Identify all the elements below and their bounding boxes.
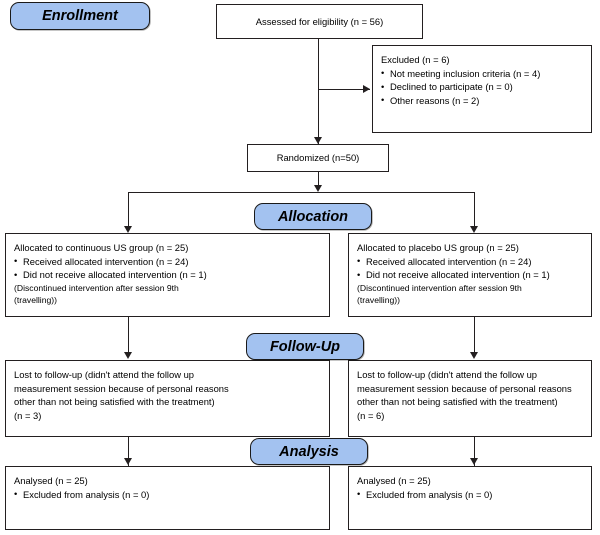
box-allocation-right: Allocated to placebo US group (n = 25) R… — [348, 233, 592, 317]
box-allocation-left: Allocated to continuous US group (n = 25… — [5, 233, 330, 317]
arrow-followup-right-down — [470, 458, 478, 465]
connector-split-bar — [128, 192, 475, 194]
arrow-randomized-split — [314, 185, 322, 192]
banner-enrollment: Enrollment — [10, 2, 150, 30]
arrow-alloc-right-down — [470, 352, 478, 359]
excluded-heading: Excluded (n = 6) — [381, 54, 450, 65]
allocation-right-bullet-1: Received allocated intervention (n = 24) — [357, 254, 583, 269]
followup-left-line-1: Lost to follow-up (didn't attend the fol… — [14, 369, 195, 380]
analysis-left-heading: Analysed (n = 25) — [14, 475, 88, 486]
arrow-alloc-left-down — [124, 352, 132, 359]
arrow-to-randomized — [314, 137, 322, 144]
banner-followup: Follow-Up — [246, 333, 364, 360]
arrow-followup-left-down — [124, 458, 132, 465]
followup-left-line-3: other than not being satisfied with the … — [14, 396, 215, 408]
connector-followup-right-down — [474, 437, 476, 466]
allocation-left-heading: Allocated to continuous US group (n = 25… — [14, 242, 189, 253]
banner-enrollment-label: Enrollment — [42, 8, 118, 24]
followup-left-line-2: measurement session because of personal … — [14, 382, 229, 394]
banner-analysis: Analysis — [250, 438, 368, 465]
excluded-reason-2: Declined to participate (n = 0) — [381, 80, 583, 94]
allocation-right-note-2: (travelling)) — [357, 295, 400, 306]
arrow-split-right — [470, 226, 478, 233]
box-analysis-left: Analysed (n = 25) Excluded from analysis… — [5, 466, 330, 530]
box-assessed-for-eligibility: Assessed for eligibility (n = 56) — [216, 4, 423, 39]
box-analysis-right: Analysed (n = 25) Excluded from analysis… — [348, 466, 592, 530]
excluded-reason-3: Other reasons (n = 2) — [381, 93, 583, 108]
connector-alloc-right-down — [474, 317, 476, 356]
box-followup-left: Lost to follow-up (didn't attend the fol… — [5, 360, 330, 437]
box-followup-right: Lost to follow-up (didn't attend the fol… — [348, 360, 592, 437]
allocation-left-bullet-2: Did not receive allocated intervention (… — [14, 268, 321, 282]
allocation-left-note-1: (Discontinued intervention after session… — [14, 282, 179, 293]
analysis-left-bullet-1: Excluded from analysis (n = 0) — [14, 487, 321, 502]
box-excluded: Excluded (n = 6) Not meeting inclusion c… — [372, 45, 592, 133]
connector-split-left — [128, 192, 130, 230]
connector-followup-left-down — [128, 437, 130, 466]
followup-right-line-2: measurement session because of personal … — [357, 382, 572, 394]
randomized-text: Randomized (n=50) — [276, 152, 360, 164]
banner-followup-label: Follow-Up — [269, 338, 341, 355]
banner-analysis-label: Analysis — [279, 443, 339, 460]
assessed-text: Assessed for eligibility (n = 56) — [255, 15, 384, 27]
followup-left-line-4: (n = 3) — [14, 409, 42, 421]
allocation-right-bullet-2: Did not receive allocated intervention (… — [357, 268, 583, 282]
followup-right-line-4: (n = 6) — [357, 409, 385, 421]
allocation-right-heading: Allocated to placebo US group (n = 25) — [357, 242, 519, 253]
allocation-right-note-1: (Discontinued intervention after session… — [357, 282, 522, 293]
excluded-reason-1: Not meeting inclusion criteria (n = 4) — [381, 66, 583, 81]
arrow-to-excluded — [363, 85, 370, 93]
allocation-left-bullet-1: Received allocated intervention (n = 24) — [14, 254, 321, 269]
followup-right-line-1: Lost to follow-up (didn't attend the fol… — [357, 369, 538, 380]
connector-alloc-left-down — [128, 317, 130, 356]
banner-allocation: Allocation — [254, 203, 372, 230]
connector-to-excluded — [318, 89, 370, 91]
followup-right-line-3: other than not being satisfied with the … — [357, 396, 558, 408]
connector-randomized-down — [318, 172, 320, 188]
analysis-right-heading: Analysed (n = 25) — [357, 475, 431, 486]
arrow-split-left — [124, 226, 132, 233]
allocation-left-note-2: (travelling)) — [14, 295, 57, 306]
connector-assessed-down — [318, 39, 320, 144]
connector-split-right — [474, 192, 476, 230]
analysis-right-bullet-1: Excluded from analysis (n = 0) — [357, 487, 583, 502]
box-randomized: Randomized (n=50) — [247, 144, 389, 172]
banner-allocation-label: Allocation — [277, 208, 349, 225]
